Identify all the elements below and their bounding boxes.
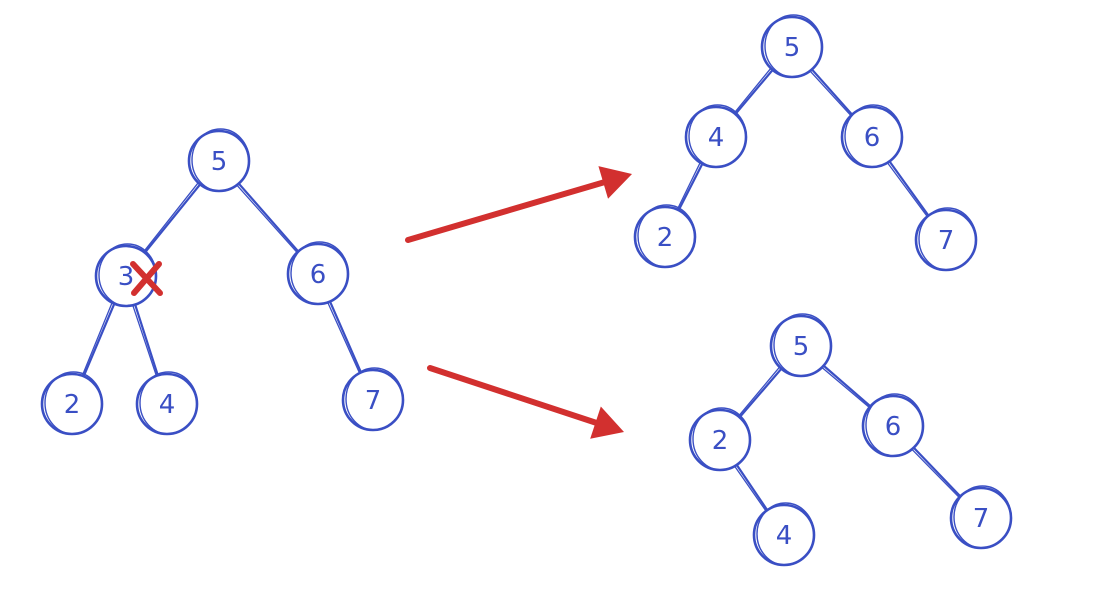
- arrows-layer: [405, 166, 632, 439]
- node-label: 4: [159, 390, 176, 420]
- marks-layer: [130, 261, 163, 296]
- arrow-right-icon: [598, 166, 632, 199]
- node-label: 6: [864, 123, 881, 153]
- tree-node-2: 2: [633, 204, 697, 269]
- node-label: 2: [712, 426, 729, 456]
- node-label: 6: [310, 260, 327, 290]
- node-label: 2: [657, 223, 674, 253]
- tree-edge: [736, 364, 784, 420]
- tree-edge: [732, 66, 776, 117]
- delete-x-icon: [130, 261, 163, 296]
- tree-node-4: 4: [684, 104, 748, 169]
- node-label: 6: [885, 412, 902, 442]
- node-label: 5: [793, 332, 810, 362]
- tree-edge: [909, 445, 963, 500]
- tree-node-4: 4: [135, 371, 199, 436]
- node-label: 5: [211, 147, 228, 177]
- tree-node-3: 3: [94, 243, 158, 308]
- tree-edge: [326, 298, 363, 376]
- node-label: 3: [118, 262, 135, 292]
- tree-node-5: 5: [187, 128, 251, 193]
- tree-node-4: 4: [752, 502, 816, 567]
- arrow-right-icon: [590, 406, 624, 439]
- edges-layer: [80, 66, 963, 514]
- tree-node-6: 6: [861, 393, 925, 458]
- tree-edge: [80, 300, 117, 380]
- node-label: 7: [973, 504, 990, 534]
- tree-node-2: 2: [40, 371, 104, 436]
- arrow-to-successor-result: [405, 166, 632, 243]
- node-label: 4: [776, 521, 793, 551]
- tree-node-7: 7: [341, 367, 405, 432]
- tree-node-6: 6: [286, 241, 350, 306]
- node-label: 2: [64, 390, 81, 420]
- nodes-layer: 5 3 6 2 4 7 5 4 6 2 7 5 2 6 4 7: [40, 14, 1013, 567]
- node-label: 7: [938, 226, 955, 256]
- tree-edge: [234, 180, 301, 255]
- tree-edge: [732, 462, 770, 514]
- tree-node-7: 7: [949, 485, 1013, 550]
- tree-node-6: 6: [840, 104, 904, 169]
- tree-edge: [808, 66, 855, 118]
- node-label: 7: [365, 386, 382, 416]
- node-label: 4: [708, 123, 725, 153]
- arrow-to-predecessor-result: [427, 365, 624, 439]
- tree-node-7: 7: [914, 207, 978, 272]
- tree-node-2: 2: [688, 407, 752, 472]
- tree-edge: [675, 160, 705, 214]
- tree-node-5: 5: [769, 313, 833, 378]
- tree-edge: [885, 158, 931, 219]
- node-label: 5: [784, 33, 801, 63]
- tree-edge: [141, 180, 203, 256]
- tree-node-5: 5: [760, 14, 824, 79]
- tree-edge: [819, 363, 873, 410]
- tree-edge: [131, 301, 160, 379]
